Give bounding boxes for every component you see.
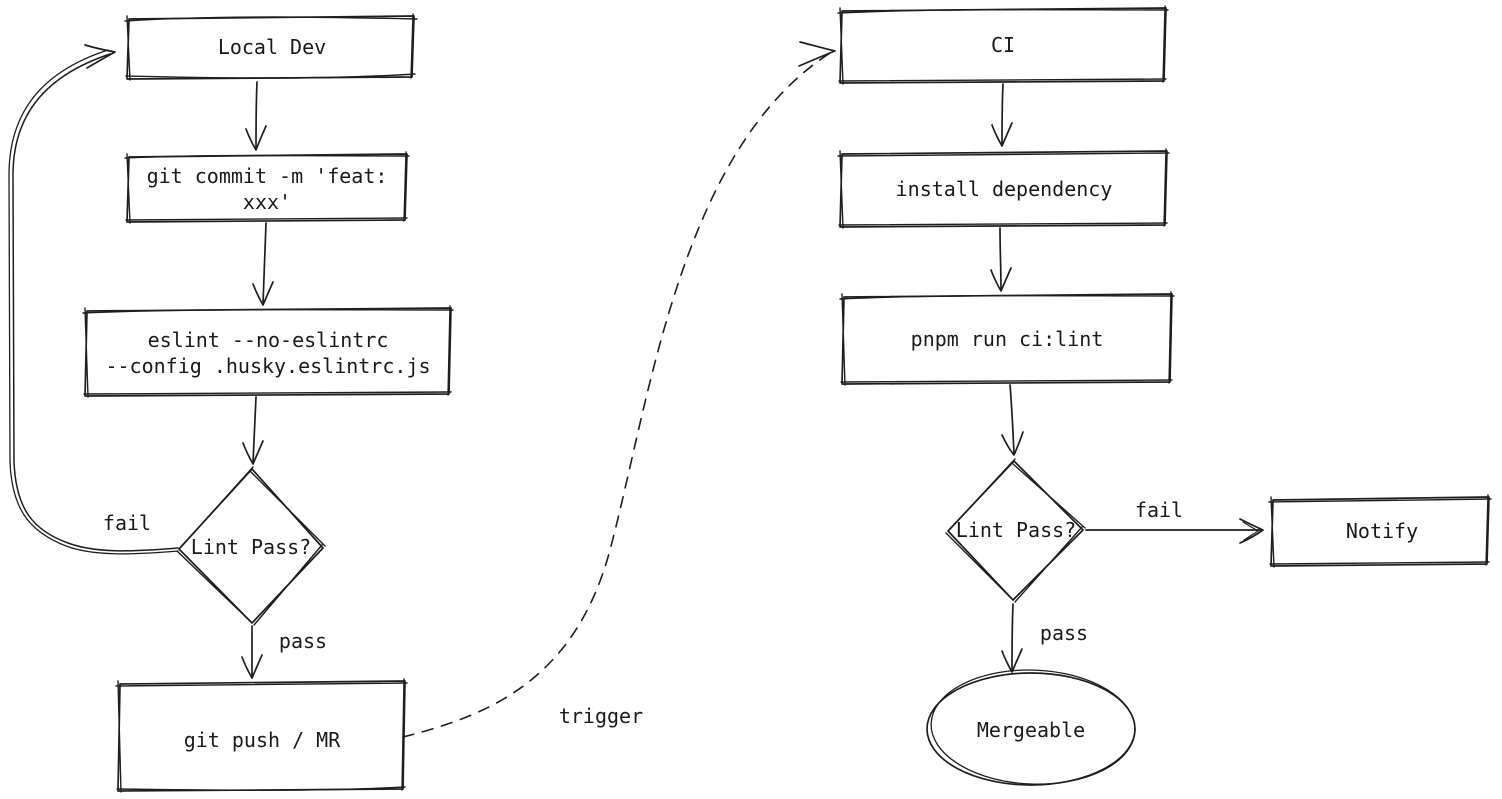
edge-trigger-dashed <box>402 41 836 738</box>
arrow-eslint-to-lint-pass <box>242 396 264 465</box>
git-push-mr-node <box>115 678 408 793</box>
lint-pass-ci-node <box>945 458 1086 603</box>
arrow-lint-pass-to-mergeable <box>1001 603 1023 673</box>
notify-node <box>1268 494 1492 568</box>
arrow-dev-to-commit <box>245 81 267 151</box>
pnpm-run-ci-lint-node <box>839 291 1175 386</box>
arrow-commit-to-eslint <box>252 222 274 306</box>
arrow-install-to-pnpm <box>990 227 1012 292</box>
edge-fail-loop-to-local-dev <box>8 44 179 555</box>
husky-eslint-node <box>82 305 454 398</box>
arrow-lint-fail-to-notify <box>1085 518 1264 544</box>
arrow-lint-pass-to-push <box>241 625 263 679</box>
arrow-pnpm-to-lint-pass <box>1001 384 1024 456</box>
lint-pass-local-node <box>176 466 326 626</box>
arrow-ci-to-install <box>991 83 1013 147</box>
ci-node <box>837 5 1169 85</box>
git-commit-node <box>124 151 410 224</box>
local-dev-node <box>124 13 418 81</box>
install-dependency-node <box>837 148 1170 229</box>
mergeable-node <box>926 669 1136 786</box>
